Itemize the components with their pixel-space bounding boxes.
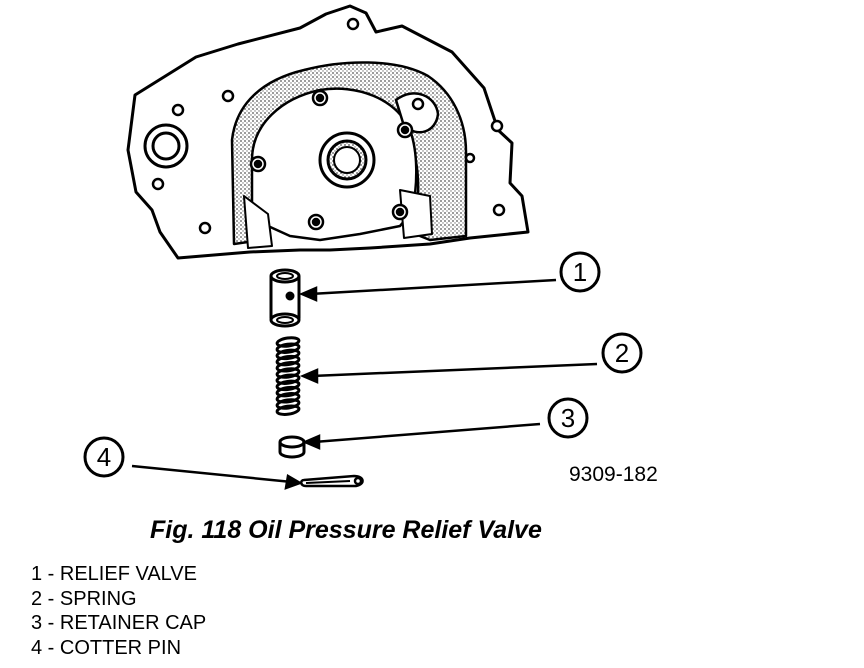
svg-text:3: 3 — [561, 403, 575, 433]
legend-item: 4 - COTTER PIN — [31, 636, 182, 659]
svg-text:1: 1 — [573, 257, 587, 287]
legend-item: 2 - SPRING — [31, 587, 137, 610]
seal-bore — [143, 123, 189, 169]
spring-coil — [275, 404, 301, 416]
legend-item: 3 - RETAINER CAP — [31, 612, 207, 634]
spring-coil — [275, 367, 301, 379]
figure-caption: Fig. 118 Oil Pressure Relief Valve — [150, 516, 542, 544]
svg-text:2: 2 — [615, 338, 629, 368]
spring-coil — [275, 385, 301, 398]
spring-coil — [275, 398, 301, 410]
callout-3: 3 — [547, 397, 589, 439]
leader-lines — [131, 278, 598, 490]
relief-valve — [269, 268, 301, 328]
oil-pump-housing — [126, 4, 530, 260]
spring — [275, 336, 301, 416]
callout-2: 2 — [601, 332, 643, 374]
retainer-cap — [278, 435, 306, 459]
spring-coil — [275, 354, 301, 367]
svg-text:4: 4 — [97, 442, 111, 472]
legend-item: 1 - RELIEF VALVE — [31, 563, 197, 585]
parts-legend: 1 - RELIEF VALVE 2 - SPRING 3 - RETAINER… — [31, 562, 206, 660]
spring-coil — [275, 373, 301, 385]
spring-coil — [275, 342, 301, 354]
spring-coil — [275, 379, 301, 392]
spring-coil — [275, 361, 301, 373]
shaft-bore — [318, 131, 376, 189]
callout-1: 1 — [559, 251, 601, 293]
spring-coil — [275, 392, 301, 404]
callout-4: 4 — [83, 436, 125, 478]
spring-coil — [275, 348, 301, 361]
cotter-pin — [300, 474, 364, 488]
figure-code: 9309-182 — [569, 463, 658, 486]
spring-coil — [275, 336, 301, 348]
bolt-holes — [151, 17, 506, 235]
